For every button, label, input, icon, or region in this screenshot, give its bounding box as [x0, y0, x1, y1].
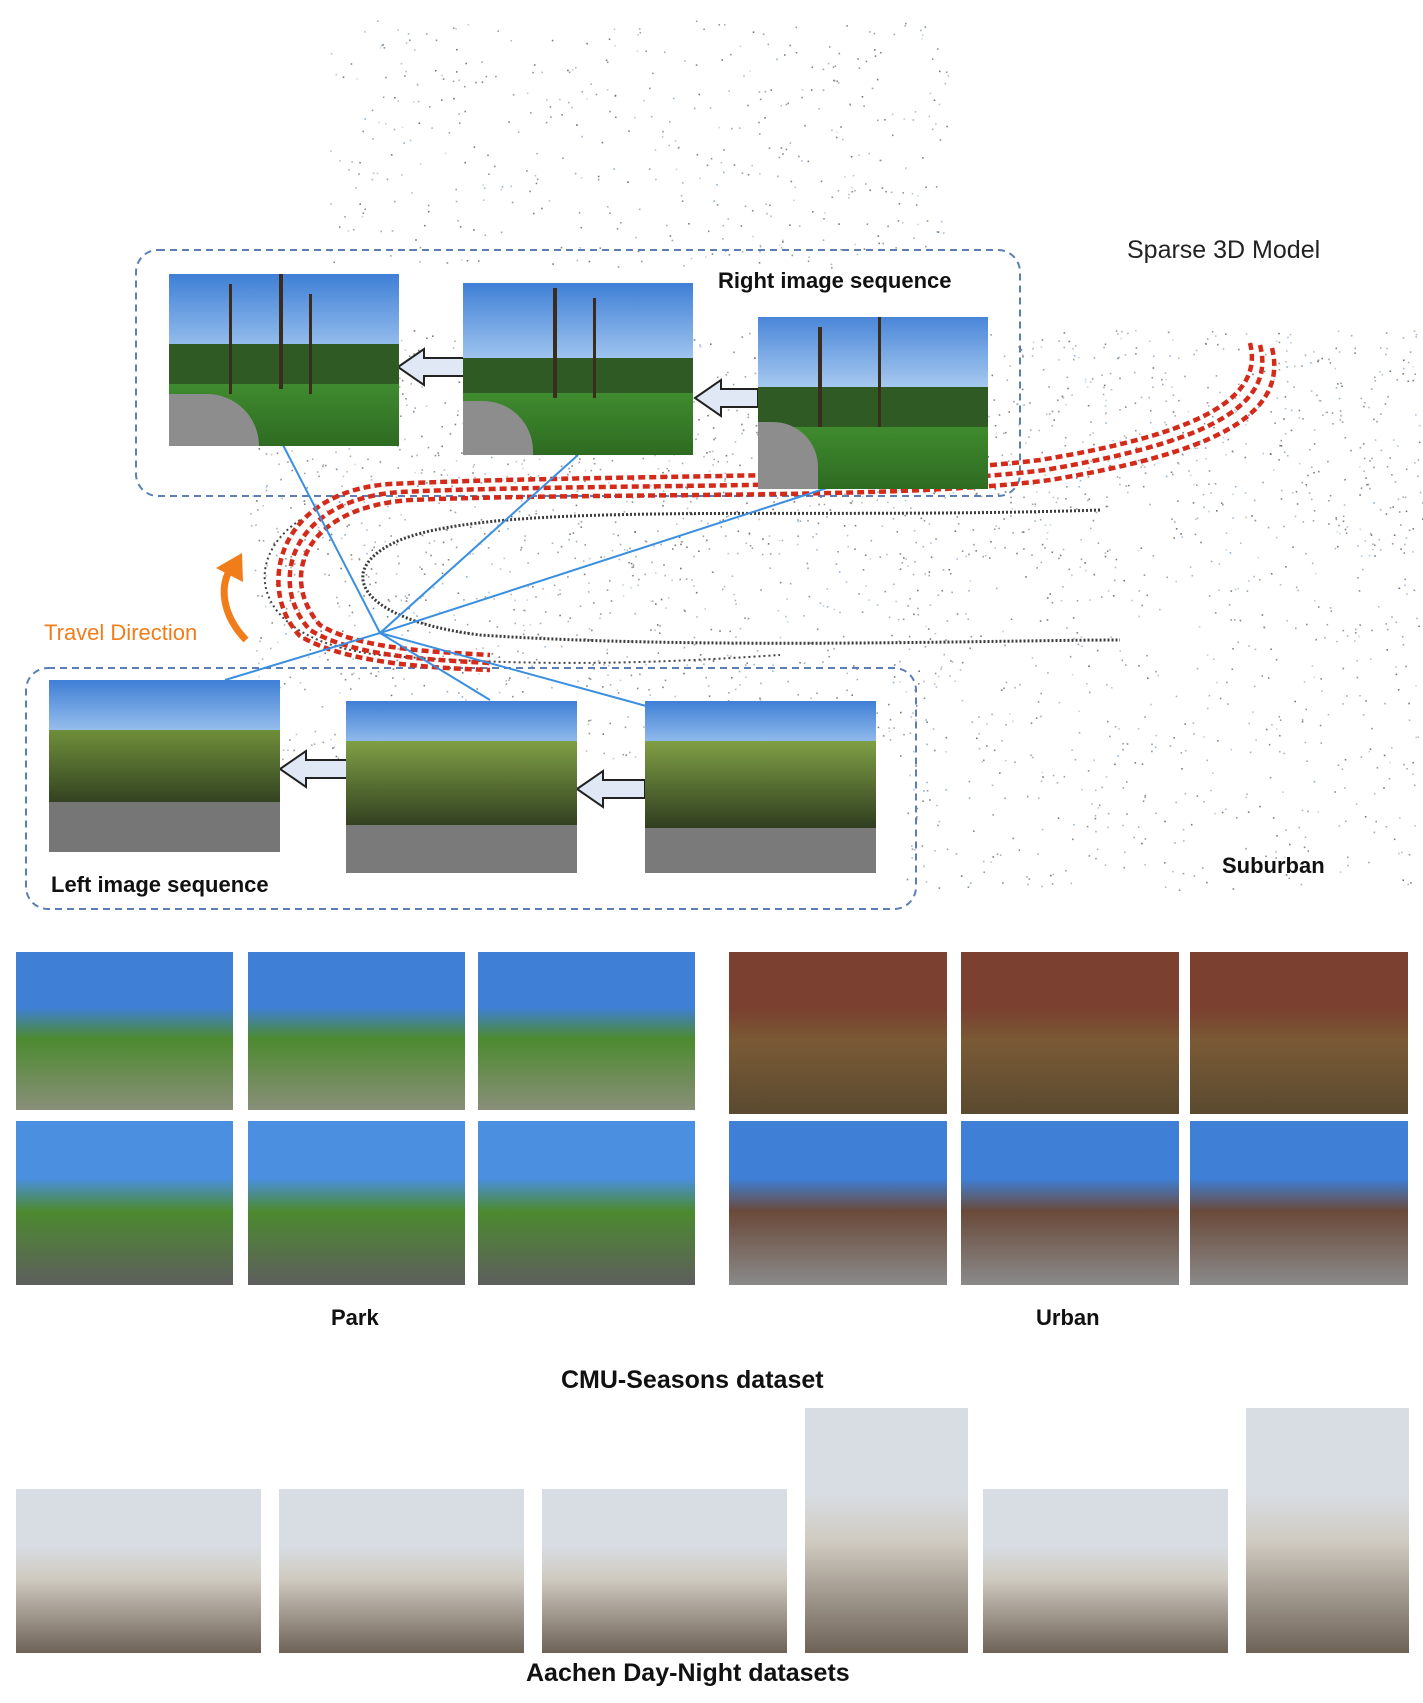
left-sequence-image-1 — [49, 680, 280, 852]
urban-image-4 — [729, 1121, 947, 1285]
right-sequence-image-3 — [758, 317, 988, 489]
park-label: Park — [331, 1305, 379, 1330]
right-sequence-box — [135, 249, 1021, 497]
aachen-image-4 — [805, 1408, 968, 1653]
urban-image-5 — [961, 1121, 1179, 1285]
cmu-seasons-title: CMU-Seasons dataset — [561, 1366, 824, 1394]
park-image-4 — [16, 1121, 233, 1285]
sequence-arrow-icon — [278, 347, 759, 809]
right-sequence-label: Right image sequence — [718, 268, 952, 293]
left-sequence-image-3 — [645, 701, 876, 873]
park-image-3 — [478, 952, 695, 1110]
sparse-model-label: Sparse 3D Model — [1127, 236, 1321, 264]
urban-image-2 — [961, 952, 1179, 1114]
aachen-image-3 — [542, 1489, 787, 1653]
aachen-title: Aachen Day-Night datasets — [526, 1659, 850, 1687]
park-image-1 — [16, 952, 233, 1110]
park-image-5 — [248, 1121, 465, 1285]
urban-label: Urban — [1036, 1305, 1100, 1330]
travel-direction-label: Travel Direction — [44, 620, 198, 645]
urban-image-6 — [1190, 1121, 1408, 1285]
urban-image-3 — [1190, 952, 1408, 1114]
left-sequence-image-2 — [346, 701, 577, 873]
camera-trajectory — [276, 342, 1277, 673]
sight-lines — [224, 444, 831, 713]
ground-track — [361, 508, 1121, 645]
aachen-image-6 — [1246, 1408, 1409, 1653]
travel-direction-arrow — [216, 553, 249, 643]
suburban-label: Suburban — [1222, 853, 1325, 878]
aachen-image-1 — [16, 1489, 261, 1653]
right-sequence-image-1 — [169, 274, 399, 446]
urban-image-1 — [729, 952, 947, 1114]
park-image-2 — [248, 952, 465, 1110]
aachen-image-5 — [983, 1489, 1228, 1653]
left-sequence-label: Left image sequence — [51, 872, 269, 897]
aachen-image-2 — [279, 1489, 524, 1653]
right-sequence-image-2 — [463, 283, 693, 455]
park-image-6 — [478, 1121, 695, 1285]
